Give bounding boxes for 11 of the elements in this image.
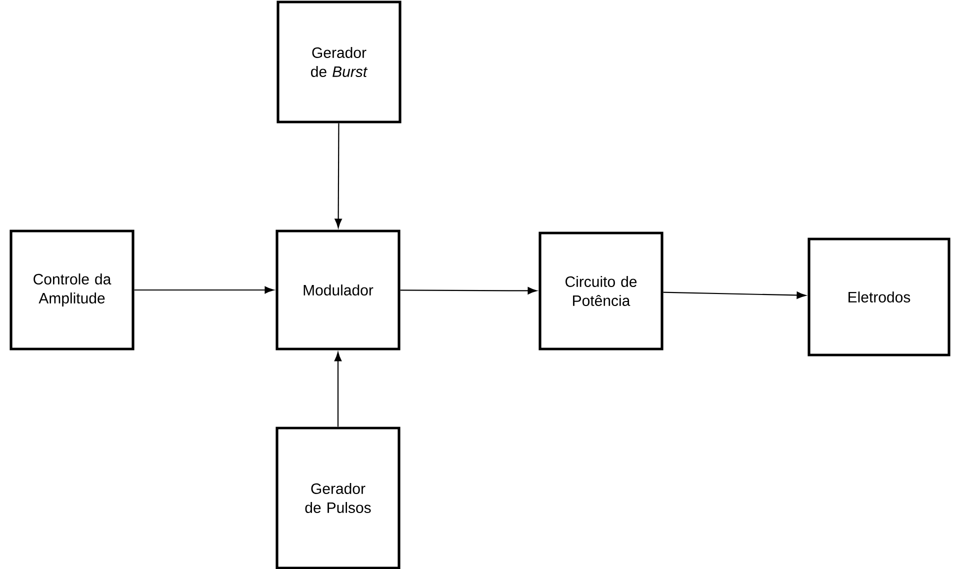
block-box: Circuito de Potência [538,232,664,350]
block-box: Gerador de Pulsos [276,426,400,569]
block-box: Modulador [276,230,400,350]
arrow [400,287,537,294]
arrow [334,123,342,228]
block-box: Controle da Amplitude [10,230,134,350]
arrow [663,292,806,299]
arrow [134,286,274,294]
block-box: Gerador de Burst [276,0,402,124]
arrow [334,352,342,427]
block-box: Eletrodos [808,238,950,356]
